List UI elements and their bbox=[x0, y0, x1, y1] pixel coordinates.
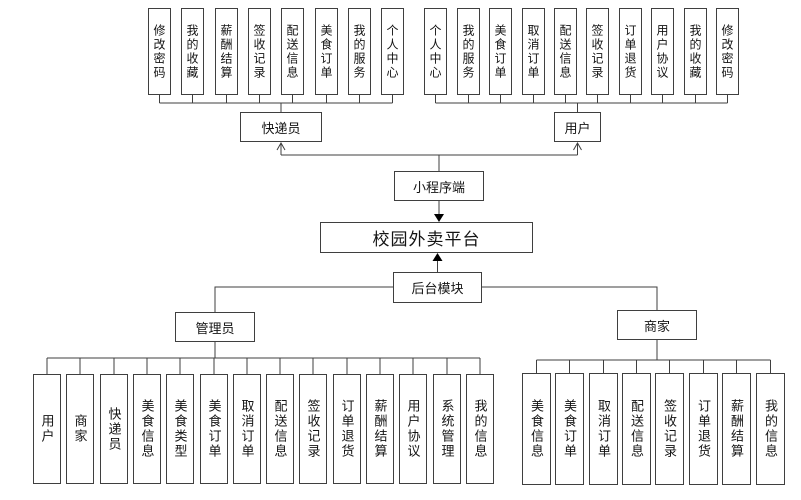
merchant-node: 商家 bbox=[617, 310, 697, 340]
mini-program-branch-connectors bbox=[276, 141, 582, 171]
user-item-food-orders: 美食订单 bbox=[489, 8, 512, 95]
courier-item-salary-settlement: 薪酬结算 bbox=[215, 8, 238, 95]
admin-item-my-info: 我的信息 bbox=[466, 374, 494, 484]
mini-program-node: 小程序端 bbox=[394, 171, 484, 201]
user-item-my-services: 我的服务 bbox=[457, 8, 480, 95]
admin-item-food-types: 美食类型 bbox=[166, 374, 194, 484]
admin-item-merchants: 商家 bbox=[66, 374, 94, 484]
courier-node: 快递员 bbox=[240, 112, 322, 142]
user-item-order-returns: 订单退货 bbox=[619, 8, 642, 95]
user-item-cancel-orders: 取消订单 bbox=[522, 8, 545, 95]
platform-root-node: 校园外卖平台 bbox=[320, 222, 533, 253]
courier-item-food-orders: 美食订单 bbox=[315, 8, 338, 95]
mini-program-to-platform-arrow bbox=[434, 201, 444, 222]
admin-item-system-management: 系统管理 bbox=[433, 374, 461, 484]
merchant-item-order-returns: 订单退货 bbox=[689, 373, 718, 485]
backend-branch-connectors bbox=[214, 286, 658, 312]
merchant-item-my-info: 我的信息 bbox=[756, 373, 785, 485]
admin-node: 管理员 bbox=[175, 312, 255, 342]
courier-item-personal-center: 个人中心 bbox=[381, 8, 404, 95]
merchant-group-connectors bbox=[536, 340, 771, 373]
user-node: 用户 bbox=[554, 112, 601, 142]
merchant-item-food-info: 美食信息 bbox=[522, 373, 551, 485]
admin-item-salary-settlement: 薪酬结算 bbox=[366, 374, 394, 484]
user-item-personal-center: 个人中心 bbox=[424, 8, 447, 95]
merchant-item-cancel-orders: 取消订单 bbox=[589, 373, 618, 485]
courier-group-connectors bbox=[159, 95, 393, 112]
merchant-item-sign-in-records: 签收记录 bbox=[655, 373, 684, 485]
courier-item-delivery-info: 配送信息 bbox=[281, 8, 304, 95]
admin-item-user-agreement: 用户协议 bbox=[399, 374, 427, 484]
merchant-item-food-orders: 美食订单 bbox=[555, 373, 584, 485]
admin-item-food-orders: 美食订单 bbox=[200, 374, 228, 484]
admin-item-food-info: 美食信息 bbox=[133, 374, 161, 484]
courier-item-my-services: 我的服务 bbox=[348, 8, 371, 95]
admin-item-order-returns: 订单退货 bbox=[333, 374, 361, 484]
courier-item-my-favorites: 我的收藏 bbox=[181, 8, 204, 95]
admin-item-delivery-info: 配送信息 bbox=[266, 374, 294, 484]
user-item-change-password: 修改密码 bbox=[716, 8, 739, 95]
backend-to-platform-arrow bbox=[432, 253, 443, 272]
admin-item-couriers: 快递员 bbox=[100, 374, 128, 484]
merchant-item-delivery-info: 配送信息 bbox=[622, 373, 651, 485]
user-item-delivery-info: 配送信息 bbox=[554, 8, 577, 95]
admin-item-cancel-orders: 取消订单 bbox=[233, 374, 261, 484]
admin-item-users: 用户 bbox=[33, 374, 61, 484]
user-item-user-agreement: 用户协议 bbox=[651, 8, 674, 95]
user-item-sign-in-records: 签收记录 bbox=[586, 8, 609, 95]
admin-group-connectors bbox=[46, 342, 481, 374]
user-item-my-favorites: 我的收藏 bbox=[684, 8, 707, 95]
courier-item-sign-in-records: 签收记录 bbox=[248, 8, 271, 95]
backend-module-node: 后台模块 bbox=[393, 272, 482, 303]
user-group-connectors bbox=[435, 95, 728, 112]
merchant-item-salary-settlement: 薪酬结算 bbox=[722, 373, 751, 485]
admin-item-sign-in-records: 签收记录 bbox=[299, 374, 327, 484]
courier-item-change-password: 修改密码 bbox=[148, 8, 171, 95]
